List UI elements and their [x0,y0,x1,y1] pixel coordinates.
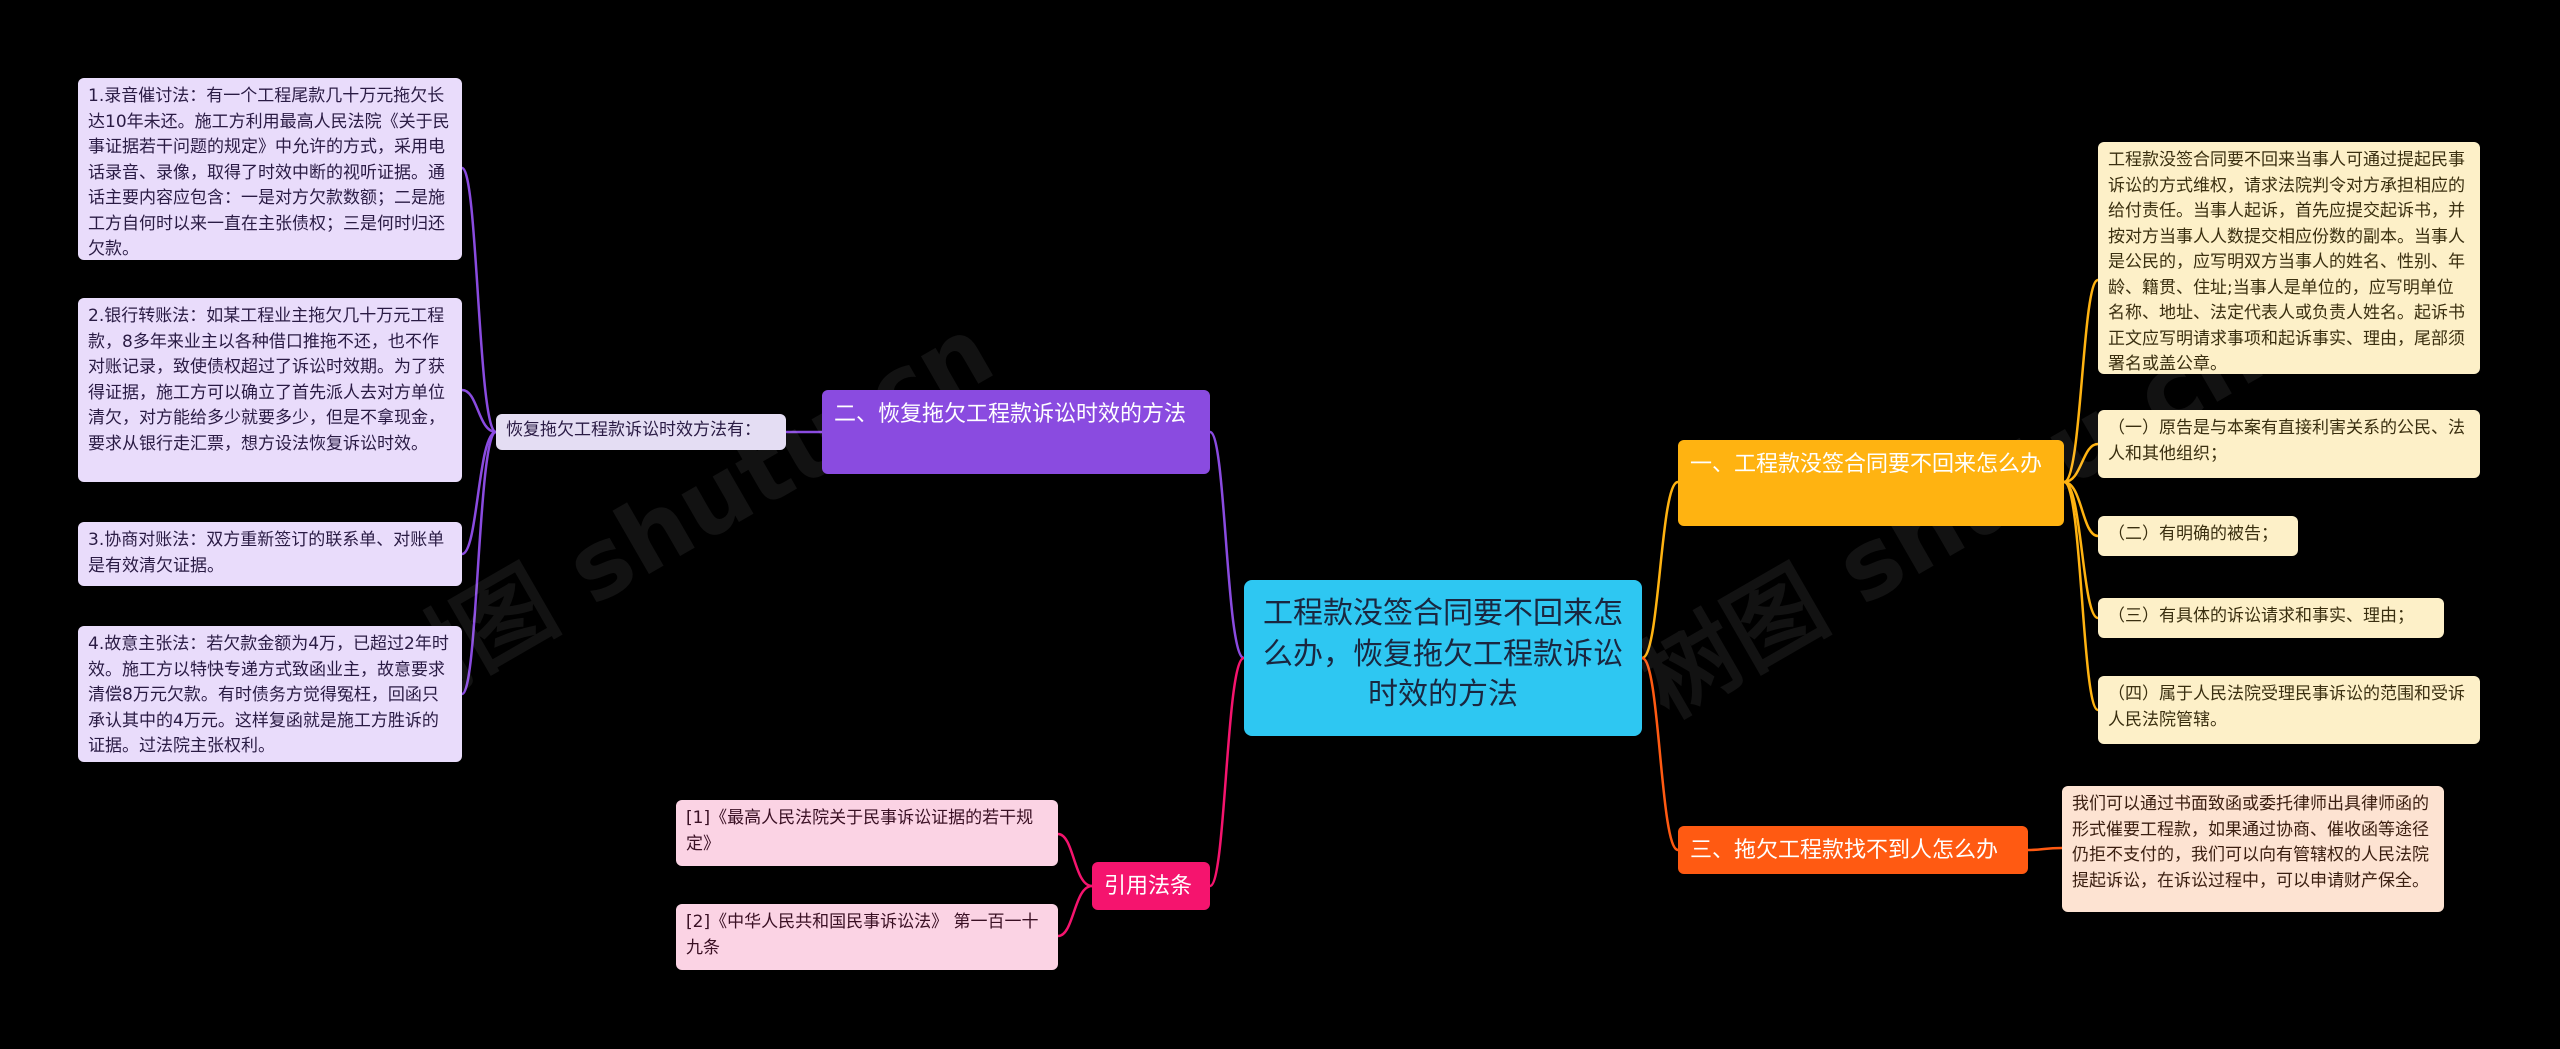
leaf-lawsuit-procedure[interactable]: 工程款没签合同要不回来当事人可通过提起民事诉讼的方式维权，请求法院判令对方承担相… [2098,142,2480,374]
branch-title: 二、恢复拖欠工程款诉讼时效的方法 [834,402,1187,427]
branch-title: 一、工程款没签合同要不回来怎么办 [1690,452,2043,477]
branch-debtor-missing[interactable]: 三、拖欠工程款找不到人怎么办 [1678,826,2028,874]
root-title: 工程款没签合同要不回来怎么办，恢复拖欠工程款诉讼时效的方法 [1263,596,1623,712]
leaf-debtor-missing-advice[interactable]: 我们可以通过书面致函或委托律师出具律师函的形式催要工程款，如果通过协商、催收函等… [2062,786,2444,912]
branch-title: 引用法条 [1104,874,1193,899]
leaf-method-bank-transfer[interactable]: 2.银行转账法：如某工程业主拖欠几十万元工程款，8多年来业主以各种借口推拖不还，… [78,298,462,482]
branch-cited-laws[interactable]: 引用法条 [1092,862,1210,910]
leaf-law-civil-procedure[interactable]: [2]《中华人民共和国民事诉讼法》 第一百一十九条 [676,904,1058,970]
root-topic[interactable]: 工程款没签合同要不回来怎么办，恢复拖欠工程款诉讼时效的方法 [1244,580,1642,736]
leaf-condition-plaintiff[interactable]: （一）原告是与本案有直接利害关系的公民、法人和其他组织； [2098,410,2480,478]
leaf-method-reconciliation[interactable]: 3.协商对账法：双方重新签订的联系单、对账单是有效清欠证据。 [78,522,462,586]
leaf-condition-defendant[interactable]: （二）有明确的被告； [2098,516,2298,556]
leaf-method-deliberate-claim[interactable]: 4.故意主张法：若欠款金额为4万，已超过2年时效。施工方以特快专递方式致函业主，… [78,626,462,762]
leaf-law-evidence-rules[interactable]: [1]《最高人民法院关于民事诉讼证据的若干规定》 [676,800,1058,866]
branch-contract-dispute[interactable]: 一、工程款没签合同要不回来怎么办 [1678,440,2064,526]
leaf-method-recording[interactable]: 1.录音催讨法：有一个工程尾款几十万元拖欠长达10年未还。施工方利用最高人民法院… [78,78,462,260]
branch-restore-limitation[interactable]: 二、恢复拖欠工程款诉讼时效的方法 [822,390,1210,474]
branch-title: 三、拖欠工程款找不到人怎么办 [1690,838,1999,863]
methods-intro-node[interactable]: 恢复拖欠工程款诉讼时效方法有： [496,414,786,450]
leaf-condition-claims[interactable]: （三）有具体的诉讼请求和事实、理由； [2098,598,2444,638]
leaf-condition-jurisdiction[interactable]: （四）属于人民法院受理民事诉讼的范围和受诉人民法院管辖。 [2098,676,2480,744]
